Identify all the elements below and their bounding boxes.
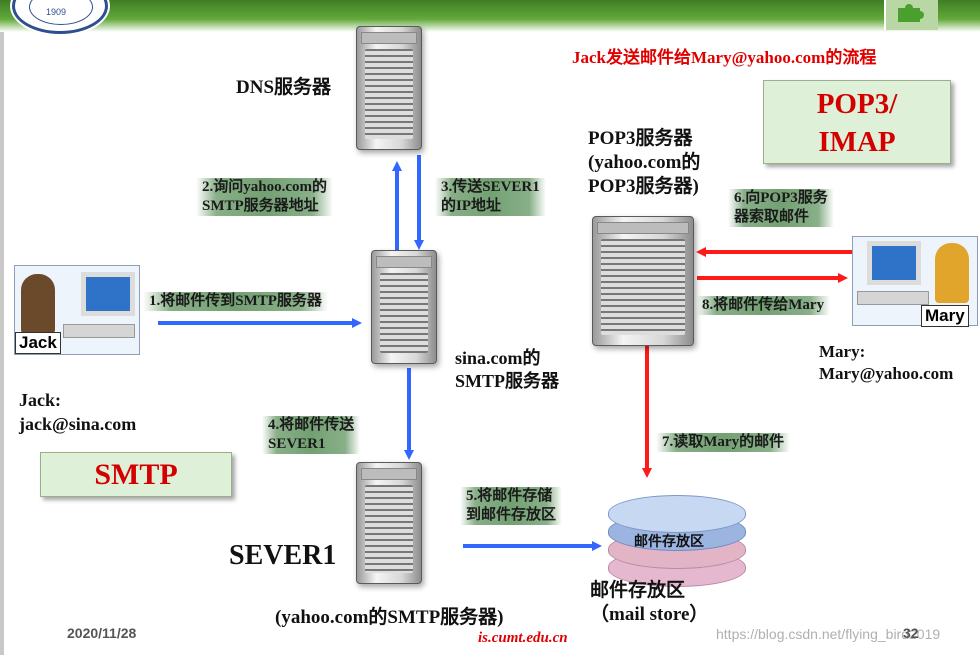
page-number: 32: [903, 625, 919, 641]
mary-person-icon: [935, 243, 969, 303]
mary-tag: Mary: [921, 305, 969, 327]
step6-line1: 6.向POP3服务: [728, 189, 834, 208]
pop3-imap-protocol-box: POP3/ IMAP: [763, 80, 951, 164]
pop3-label-line2: (yahoo.com的: [588, 152, 701, 173]
step4-line1: 4.将邮件传送: [262, 416, 361, 435]
slide-date: 2020/11/28: [67, 625, 137, 641]
step6-note: 6.向POP3服务 器索取邮件: [728, 189, 834, 227]
step2-line2: SMTP服务器地址: [196, 197, 333, 216]
sever1-server-icon: [356, 462, 422, 584]
logo-year: 1909: [46, 7, 67, 17]
sina-smtp-server-icon: [371, 250, 437, 364]
mary-computer-illustration: Mary: [852, 236, 978, 327]
footer-site: is.cumt.edu.cn: [478, 630, 568, 646]
step6-line2: 器索取邮件: [728, 208, 834, 227]
step3-line2: 的IP地址: [435, 197, 546, 216]
dns-server-icon: [356, 26, 422, 150]
dns-server-label: DNS服务器: [236, 77, 332, 98]
jack-monitor-icon: [81, 272, 135, 316]
step7-note: 7.读取Mary的邮件: [656, 433, 791, 452]
step4-note: 4.将邮件传送 SEVER1: [262, 416, 361, 454]
step4-line2: SEVER1: [262, 435, 361, 454]
mary-monitor-icon: [867, 241, 921, 285]
step5-line1: 5.将邮件存储: [460, 487, 563, 506]
mary-keyboard-icon: [857, 291, 929, 305]
pop3-label: POP3/: [816, 88, 898, 120]
jack-keyboard-icon: [63, 324, 135, 338]
diagram-title: Jack发送邮件给Mary@yahoo.com的流程: [572, 48, 877, 67]
step5-note: 5.将邮件存储 到邮件存放区: [460, 487, 563, 525]
sina-label-line2: SMTP服务器: [455, 371, 560, 391]
step1-note: 1.将邮件传到SMTP服务器: [143, 292, 328, 311]
imap-label: IMAP: [818, 126, 896, 158]
puzzle-icon: [898, 4, 924, 22]
jack-address-line2: jack@sina.com: [19, 414, 137, 434]
pop3-label-line3: POP3服务器): [588, 176, 699, 197]
jack-tag: Jack: [15, 332, 61, 354]
mary-address: Mary: Mary@yahoo.com: [819, 341, 953, 385]
step5-line2: 到邮件存放区: [460, 506, 563, 525]
csdn-watermark: https://blog.csdn.net/flying_bird2019: [716, 626, 941, 642]
store-inner-label: 邮件存放区: [634, 535, 704, 550]
sever1-label: SEVER1: [229, 540, 337, 571]
store-label-line1: 邮件存放区: [590, 580, 686, 601]
jack-address: Jack: jack@sina.com: [19, 388, 136, 436]
left-edge-bar: [0, 32, 4, 655]
store-layer-top: [608, 495, 746, 533]
step2-line1: 2.询问yahoo.com的: [196, 178, 333, 197]
mary-address-line2: Mary@yahoo.com: [819, 364, 954, 383]
jack-person-icon: [21, 274, 55, 334]
mail-store-icon: 邮件存放区: [608, 495, 746, 587]
mail-store-label: 邮件存放区 （mail store）: [590, 579, 708, 627]
step2-note: 2.询问yahoo.com的 SMTP服务器地址: [196, 178, 333, 216]
corner-decoration: [884, 0, 938, 30]
mary-address-line1: Mary:: [819, 342, 866, 361]
sina-server-label: sina.com的 SMTP服务器: [455, 347, 559, 393]
store-label-line2: （mail store）: [590, 604, 709, 625]
jack-computer-illustration: Jack: [14, 265, 140, 355]
jack-address-line1: Jack:: [19, 390, 61, 410]
step8-note: 8.将邮件传给Mary: [696, 296, 831, 315]
step3-line1: 3.传送SEVER1: [435, 178, 546, 197]
pop3-server-label: POP3服务器 (yahoo.com的 POP3服务器): [588, 127, 700, 199]
pop3-label-line1: POP3服务器: [588, 128, 693, 149]
step3-note: 3.传送SEVER1 的IP地址: [435, 178, 546, 216]
pop3-server-icon: [592, 216, 694, 346]
header-banner: [0, 0, 980, 32]
sever1-sublabel: (yahoo.com的SMTP服务器): [275, 607, 504, 628]
smtp-protocol-box: SMTP: [40, 452, 232, 497]
sina-label-line1: sina.com的: [455, 348, 541, 368]
